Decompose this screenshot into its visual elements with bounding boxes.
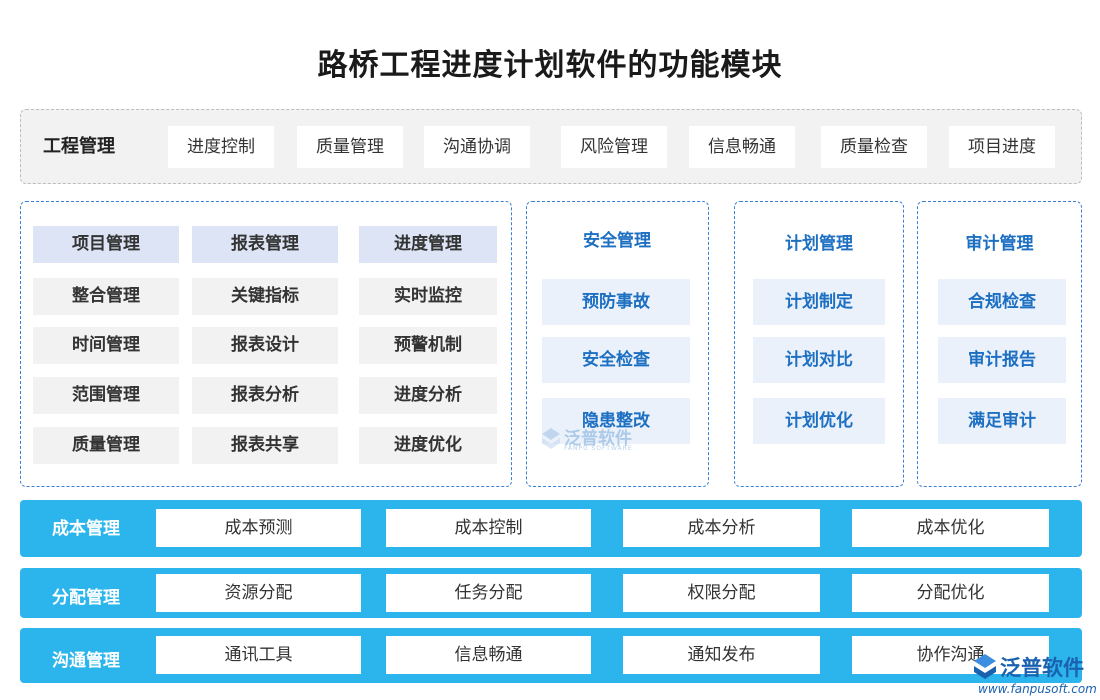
allocation-management-bar: 分配管理 资源分配 任务分配 权限分配 分配优化 [20,568,1082,618]
brand-logo: 泛普软件 www.fanpusoft.com [970,652,1097,696]
safety-item: 安全检查 [542,337,690,383]
module-cell: 报表分析 [192,377,338,414]
bar-item: 通知发布 [623,636,820,674]
module-cell: 预警机制 [359,327,497,364]
communication-management-bar: 沟通管理 通讯工具 信息畅通 通知发布 协作沟通 [20,628,1082,683]
module-cell: 质量管理 [33,427,179,464]
engineering-management-band: 工程管理 进度控制 质量管理 沟通协调 风险管理 信息畅通 质量检查 项目进度 [20,109,1082,184]
bar-item: 任务分配 [386,574,591,612]
cost-management-bar: 成本管理 成本预测 成本控制 成本分析 成本优化 [20,500,1082,557]
module-cell: 实时监控 [359,278,497,315]
audit-title: 审计管理 [965,234,1034,254]
band-item: 信息畅通 [689,126,795,168]
audit-item: 满足审计 [938,398,1066,444]
watermark-text: 泛普软件 [564,429,632,449]
band-item: 风险管理 [561,126,667,168]
page-title: 路桥工程进度计划软件的功能模块 [317,48,783,83]
left-module-panel: 项目管理 整合管理 时间管理 范围管理 质量管理 报表管理 关键指标 报表设计 … [20,201,512,487]
module-cell: 报表设计 [192,327,338,364]
watermark-subtext: FANPU SOFTWARE [564,445,633,452]
module-cell: 进度分析 [359,377,497,414]
bar-head: 分配管理 [52,588,120,608]
bar-item: 分配优化 [852,574,1049,612]
safety-item: 预防事故 [542,279,690,325]
plan-item: 计划优化 [753,398,885,444]
bar-item: 成本预测 [156,509,361,547]
plan-panel: 计划管理 计划制定 计划对比 计划优化 [734,201,904,487]
bar-item: 协作沟通 [852,636,1049,674]
bar-item: 权限分配 [623,574,820,612]
module-cell: 关键指标 [192,278,338,315]
band-head: 工程管理 [43,136,115,157]
column-head: 报表管理 [192,226,338,263]
watermark: 泛普软件 FANPU SOFTWARE [540,424,650,456]
brand-name: 泛普软件 [1000,656,1084,680]
module-cell: 时间管理 [33,327,179,364]
bar-item: 成本优化 [852,509,1049,547]
band-item: 沟通协调 [424,126,530,168]
safety-panel: 安全管理 预防事故 安全检查 隐患整改 [526,201,709,487]
module-cell: 进度优化 [359,427,497,464]
band-item: 项目进度 [949,126,1055,168]
watermark-logo-icon [542,428,560,449]
band-item: 质量检查 [821,126,927,168]
plan-title: 计划管理 [785,234,853,254]
brand-url: www.fanpusoft.com [978,682,1097,696]
module-cell: 范围管理 [33,377,179,414]
bar-item: 资源分配 [156,574,361,612]
audit-panel: 审计管理 合规检查 审计报告 满足审计 [917,201,1082,487]
safety-item: 隐患整改 [542,398,690,444]
bar-item: 成本分析 [623,509,820,547]
bar-item: 信息畅通 [386,636,591,674]
plan-item: 计划对比 [753,337,885,383]
band-item: 进度控制 [168,126,274,168]
safety-title: 安全管理 [583,231,651,251]
plan-item: 计划制定 [753,279,885,325]
bar-item: 成本控制 [386,509,591,547]
module-cell: 报表共享 [192,427,338,464]
audit-item: 审计报告 [938,337,1066,383]
bar-head: 成本管理 [52,519,120,539]
column-head: 项目管理 [33,226,179,263]
bar-item: 通讯工具 [156,636,361,674]
module-cell: 整合管理 [33,278,179,315]
column-head: 进度管理 [359,226,497,263]
band-item: 质量管理 [297,126,403,168]
audit-item: 合规检查 [938,279,1066,325]
bar-head: 沟通管理 [52,651,120,671]
brand-logo-icon [974,654,996,679]
